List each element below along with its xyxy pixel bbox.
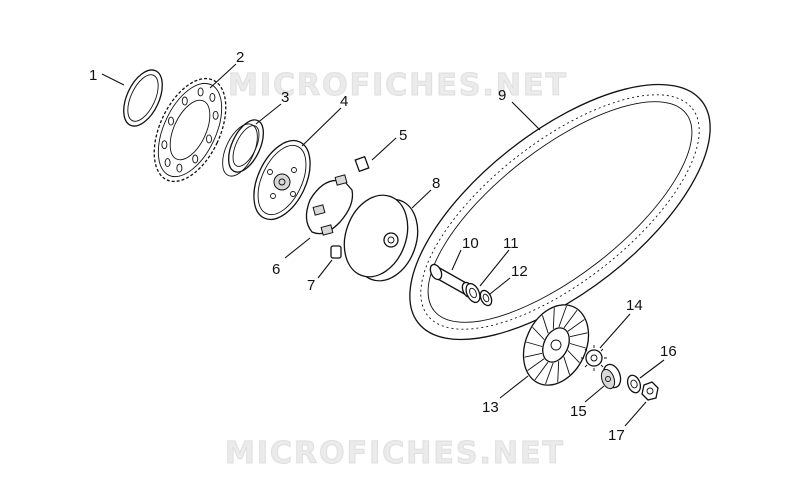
leader-lines (101, 63, 665, 427)
part-12-washer (479, 289, 493, 307)
callout-5: 5 (399, 127, 407, 144)
callout-9: 9 (498, 87, 506, 104)
watermark-bottom: MICROFICHES.NET (225, 436, 565, 471)
part-14-gear (581, 345, 607, 371)
part-2-gear-ring (153, 77, 227, 183)
callout-13: 13 (482, 399, 499, 416)
callout-1: 1 (89, 67, 97, 84)
part-3-clutch (222, 119, 264, 177)
callout-6: 6 (272, 261, 280, 278)
callout-12: 12 (511, 263, 528, 280)
callout-4: 4 (340, 93, 348, 110)
part-10-bushing (429, 263, 475, 299)
callout-11: 11 (503, 235, 519, 252)
part-5-slider (354, 155, 370, 173)
callout-2: 2 (236, 49, 244, 66)
callout-15: 15 (570, 403, 587, 420)
callout-17: 17 (608, 427, 625, 444)
callout-8: 8 (432, 175, 440, 192)
watermark-top: MICROFICHES.NET (228, 68, 568, 103)
part-17-nut (641, 381, 659, 401)
part-9-belt (409, 83, 711, 341)
part-11-washer (465, 282, 481, 304)
part-15-hub (600, 363, 622, 390)
callout-7: 7 (307, 277, 315, 294)
part-4-plate (253, 139, 311, 221)
part-6-ramp (305, 174, 354, 236)
callout-labels: 1 2 3 4 5 6 7 8 9 10 11 12 13 14 15 16 1… (89, 49, 677, 444)
part-1-ring (123, 69, 163, 127)
callout-10: 10 (462, 235, 479, 252)
callout-3: 3 (281, 89, 289, 106)
part-7-roller (330, 245, 342, 259)
callout-16: 16 (660, 343, 677, 360)
part-16-washer (626, 374, 642, 394)
part-13-fan (522, 304, 590, 386)
callout-14: 14 (626, 297, 643, 314)
part-8-pulley (343, 194, 419, 282)
